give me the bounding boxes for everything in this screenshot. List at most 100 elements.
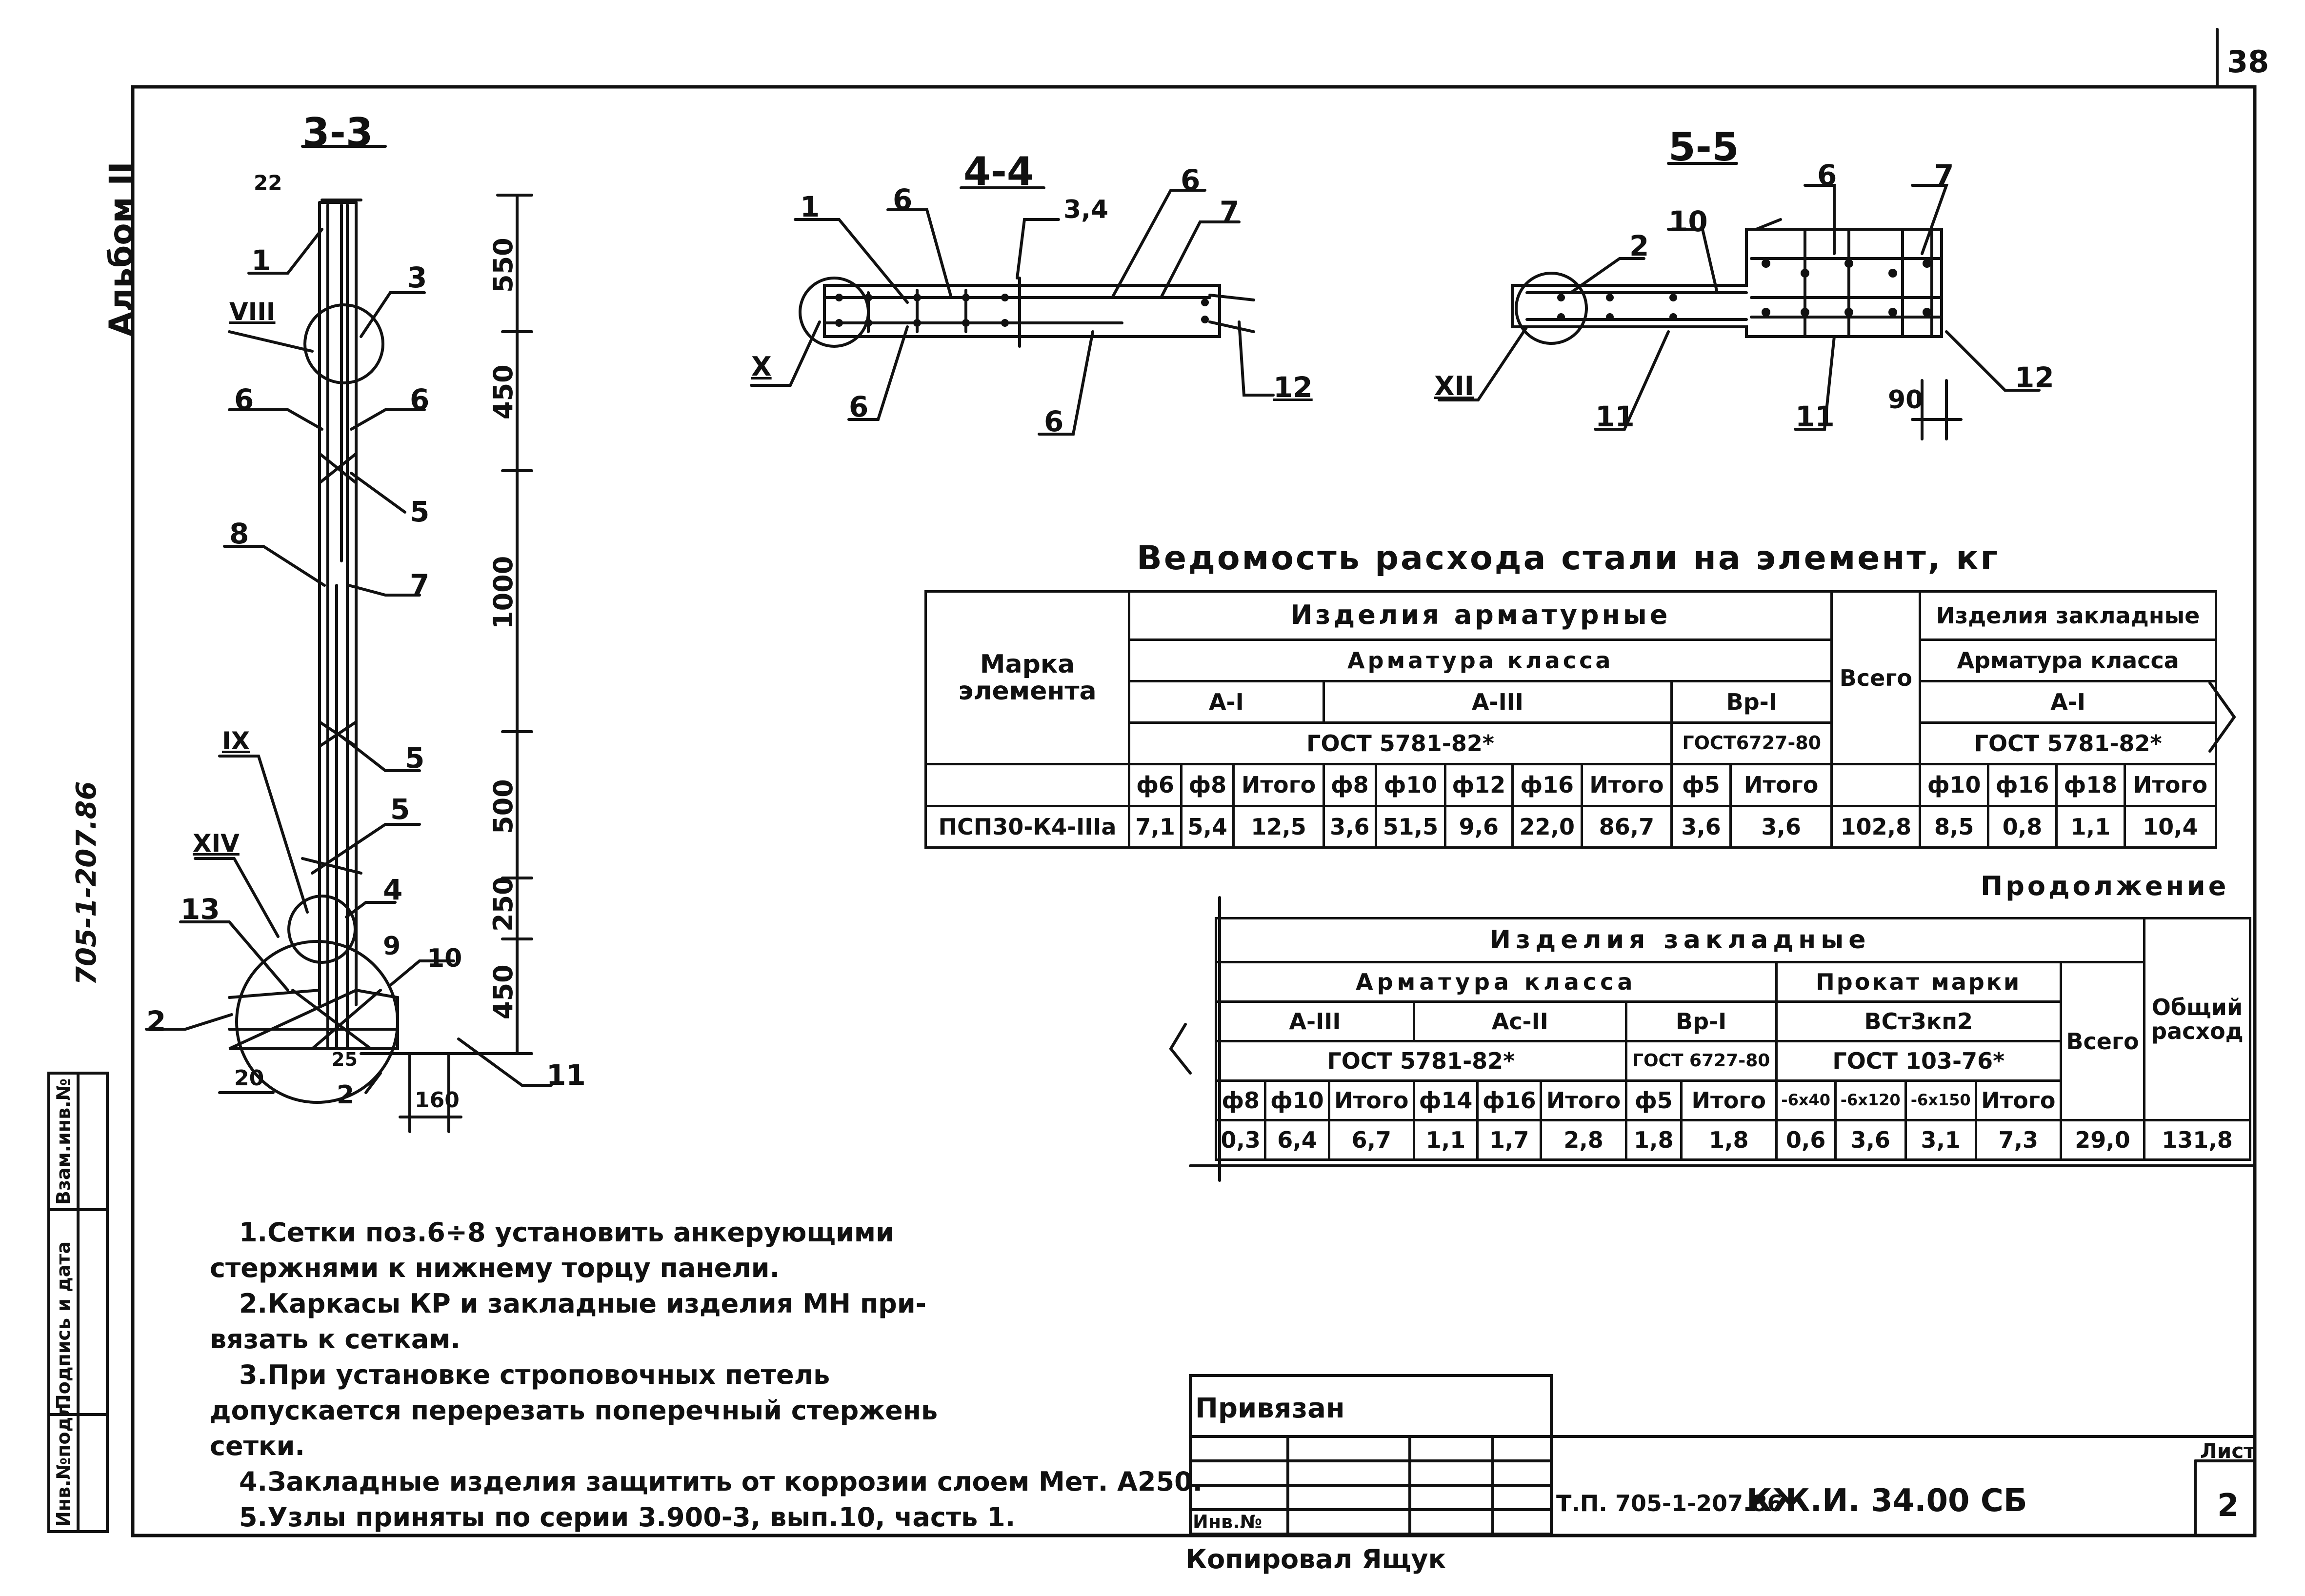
- col-header: ф18: [2055, 763, 2126, 807]
- note-line: 1.Сетки поз.6÷8 установить анкерующими: [239, 1217, 894, 1248]
- table-title: Ведомость расхода стали на элемент, кг: [1137, 539, 2000, 578]
- table-cell: 3,6: [1322, 804, 1377, 849]
- stamp-drawing-code: КЖ.И. 34.00 СБ: [1746, 1483, 2027, 1519]
- mark-10-s55: 10: [1668, 205, 1708, 238]
- header-klass-2: Арматура класса: [1919, 638, 2217, 682]
- header-gost-t2-3: ГОСТ 103-76*: [1775, 1040, 2062, 1082]
- mark-6-s44-c: 6: [849, 390, 869, 423]
- cell-empty: [1830, 763, 1922, 807]
- mark-6-s44-d: 6: [1044, 405, 1064, 438]
- table-cell: 2,8: [1540, 1119, 1627, 1161]
- mark-22: 22: [254, 171, 282, 195]
- mark-2-s33-left: 2: [146, 1005, 166, 1038]
- dim-450-top: 450: [488, 364, 519, 419]
- mark-X: X: [751, 351, 772, 382]
- header-bp1-t2: Вр-I: [1624, 1000, 1778, 1043]
- header-gost-3: ГОСТ 5781-82*: [1919, 721, 2217, 766]
- col-header: ф5: [1624, 1079, 1683, 1122]
- mark-1-s33: 1: [251, 244, 271, 277]
- header-a1-zaklad: А-I: [1919, 679, 2217, 724]
- mark-6-s55: 6: [1817, 159, 1837, 192]
- header-klass-t2: Арматура класса: [1215, 961, 1778, 1003]
- table-row: 0,3 6,4 6,7 1,1 1,7 2,8 1,8 1,8 0,6 3,6 …: [1214, 1119, 2251, 1161]
- col-header: -6х150: [1904, 1079, 1977, 1122]
- header-zaklad-2: Изделия закладные: [1215, 917, 2145, 964]
- col-header: ф10: [1374, 763, 1446, 807]
- table-cell: 12,5: [1232, 804, 1325, 849]
- table-cell: 1,8: [1624, 1119, 1683, 1161]
- header-gost-2: ГОСТ6727-80: [1670, 721, 1833, 766]
- row-mark: ПСП30-К4-IIIа: [924, 804, 1130, 849]
- mark-7-s44: 7: [1220, 195, 1240, 228]
- mark-5-b: 5: [405, 741, 425, 775]
- col-header: ф12: [1443, 763, 1514, 807]
- col-header: -6х120: [1834, 1079, 1907, 1122]
- col-header: Итого: [1580, 763, 1673, 807]
- notes-block: 1.Сетки поз.6÷8 установить анкерующими с…: [210, 1215, 1203, 1535]
- table-cell: 1,1: [1412, 1119, 1479, 1161]
- table-cell: 7,1: [1127, 804, 1183, 849]
- header-vst: ВСт3кп2: [1775, 1000, 2062, 1043]
- note-line: стержнями к нижнему торцу панели.: [210, 1253, 780, 1283]
- col-header: ф16: [1476, 1079, 1543, 1122]
- header-bp1: Вр-I: [1670, 679, 1833, 724]
- stamp-inv: Инв.№: [1193, 1511, 1263, 1533]
- table-cell: 6,7: [1327, 1119, 1415, 1161]
- cell-empty: [924, 763, 1130, 807]
- table-cell: 1,1: [2055, 804, 2126, 849]
- header-gost-1: ГОСТ 5781-82*: [1127, 721, 1673, 766]
- table-cell: 0,6: [1775, 1119, 1837, 1161]
- col-mark-header: Марка элемента: [924, 590, 1130, 766]
- mark-6-left: 6: [234, 383, 254, 416]
- copied-by: Копировал Ящук: [1185, 1544, 1446, 1575]
- mark-5-c: 5: [390, 793, 410, 826]
- continuation-label: Продолжение: [1981, 871, 2229, 901]
- header-ac2: Ас-II: [1412, 1000, 1627, 1043]
- table-cell: 3,1: [1904, 1119, 1977, 1161]
- col-header: ф8: [1180, 763, 1235, 807]
- stamp-privyazan: Привязан: [1195, 1393, 1345, 1424]
- mark-7-s33: 7: [410, 568, 430, 601]
- table-cell: 0,8: [1987, 804, 2058, 849]
- col-header: ф8: [1214, 1079, 1267, 1122]
- mark-3-4: 3,4: [1063, 195, 1109, 224]
- mark-1-s44: 1: [800, 190, 820, 223]
- table-cell: 8,5: [1919, 804, 1990, 849]
- mark-6-s44-b: 6: [1181, 163, 1201, 197]
- section-4-4-title: 4-4: [963, 149, 1034, 194]
- note-line: сетки.: [210, 1431, 305, 1461]
- mark-6-s44-a: 6: [893, 183, 913, 216]
- col-header: Итого: [1974, 1079, 2062, 1122]
- section-5-5-title: 5-5: [1668, 124, 1739, 170]
- note-line: допускается перерезать поперечный стерже…: [210, 1395, 938, 1426]
- col-header: Итого: [1680, 1079, 1778, 1122]
- mark-VIII: VIII: [229, 298, 276, 326]
- col-header: ф8: [1322, 763, 1377, 807]
- col-header: ф14: [1412, 1079, 1479, 1122]
- stamp-list-label: Лист: [2200, 1439, 2256, 1463]
- table-cell: 51,5: [1374, 804, 1446, 849]
- note-line: 3.При установке строповочных петель: [239, 1359, 830, 1390]
- mark-IX: IX: [222, 727, 250, 755]
- col-header: ф5: [1670, 763, 1732, 807]
- table-row: ПСП30-К4-IIIа 7,1 5,4 12,5 3,6 51,5 9,6 …: [924, 804, 2218, 849]
- table-cell: 6,4: [1264, 1119, 1330, 1161]
- mark-8: 8: [229, 517, 249, 550]
- header-a3-t2: А-III: [1215, 1000, 1415, 1043]
- col-header: Итого: [1232, 763, 1325, 807]
- note-line: 2.Каркасы КР и закладные изделия МН при-: [239, 1288, 927, 1319]
- table-cell: 22,0: [1511, 804, 1583, 849]
- mark-2-s33-bottom: 2: [337, 1080, 355, 1110]
- side-stamp-inv: Инв.№подл.: [53, 1396, 74, 1527]
- header-gost-t2-1: ГОСТ 5781-82*: [1215, 1040, 1627, 1082]
- header-vsego: Всего: [1830, 590, 1922, 766]
- table-cell: 0,3: [1214, 1119, 1267, 1161]
- table-cell: 3,6: [1729, 804, 1833, 849]
- header-vsego-t2: Всего: [2059, 961, 2146, 1122]
- album-label: Альбом II: [102, 161, 140, 337]
- mark-6-right: 6: [410, 383, 430, 416]
- header-klass-1: Арматура класса: [1127, 638, 1833, 682]
- dim-20: 20: [234, 1066, 264, 1091]
- table-cell: 7,3: [1974, 1119, 2062, 1161]
- note-line: вязать к сеткам.: [210, 1324, 461, 1355]
